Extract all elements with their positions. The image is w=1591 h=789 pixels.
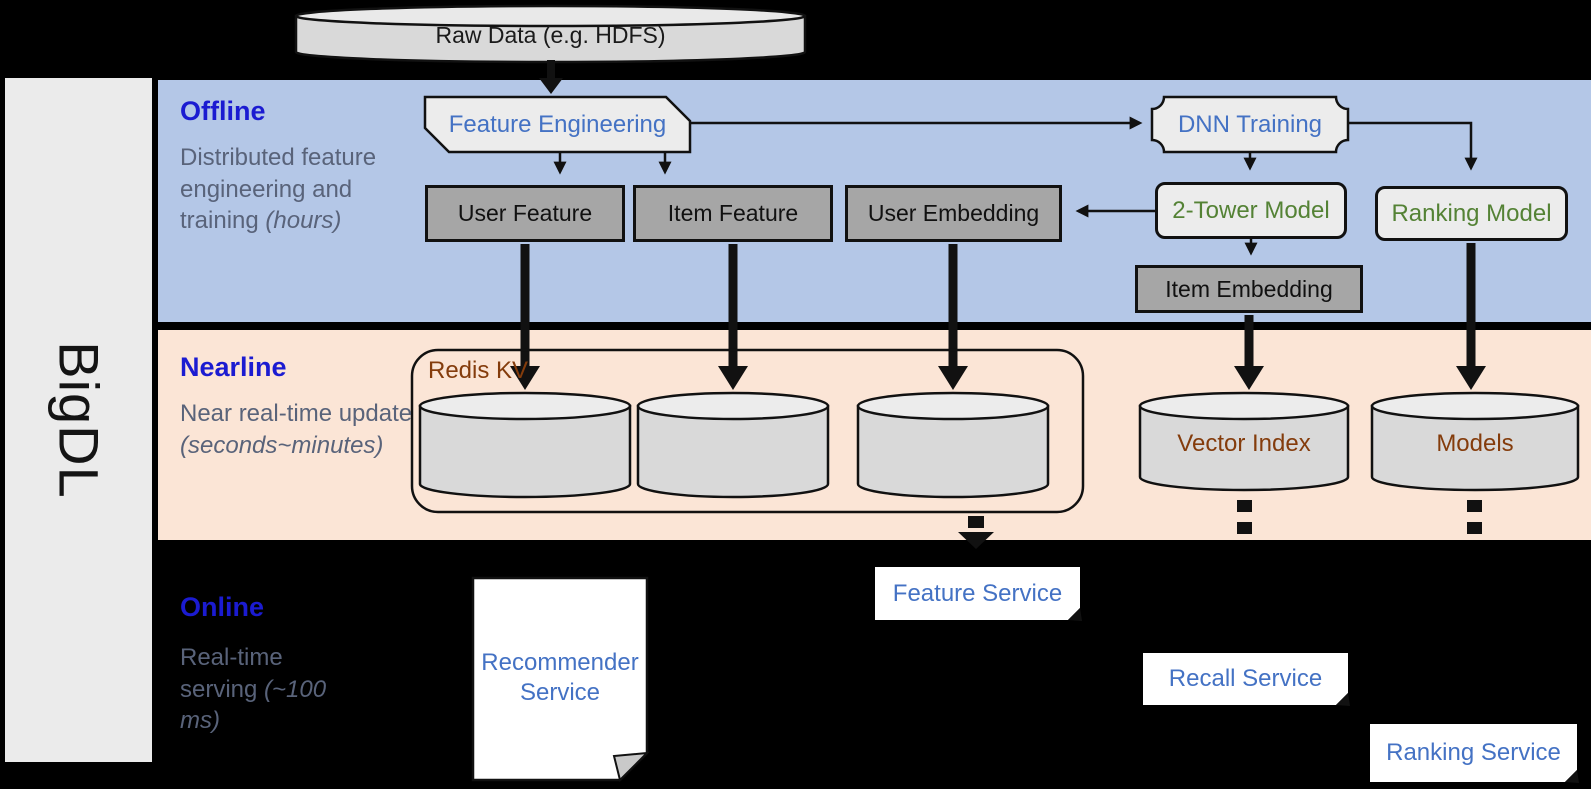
vector-index-label: Vector Index bbox=[1177, 430, 1311, 457]
kv-cylinder-2 bbox=[636, 391, 830, 499]
kv-cylinder-3 bbox=[856, 391, 1050, 499]
arrow-user-embedding-to-kv bbox=[938, 244, 968, 390]
recall-service-shape bbox=[1143, 653, 1350, 706]
dnn-training-label: DNN Training bbox=[1177, 110, 1323, 138]
recommender-service-label: Recommender Service bbox=[481, 649, 639, 706]
arrow-item-feature-to-kv bbox=[718, 244, 748, 390]
kv-cylinder-1 bbox=[418, 391, 632, 499]
models-cylinder bbox=[1370, 391, 1580, 492]
arrow-item-embedding-to-vector-index bbox=[1234, 315, 1264, 390]
bigdl-sidebar: BigDL bbox=[5, 78, 152, 762]
ranking-service-shape bbox=[1370, 724, 1579, 783]
raw-data-cylinder bbox=[294, 4, 807, 64]
redis-kv-label: Redis KV bbox=[428, 357, 529, 384]
feature-service-shape bbox=[875, 567, 1082, 621]
ranking-service-label: Ranking Service bbox=[1386, 739, 1561, 766]
nearline-description: Near real-time update (seconds~minutes) bbox=[180, 400, 413, 459]
arrow-rawdata-to-fe bbox=[539, 60, 563, 94]
feature-engineering-shape bbox=[423, 95, 692, 154]
feature-engineering-label: Feature Engineering bbox=[448, 110, 667, 138]
offline-description: Distributed feature engineering and trai… bbox=[180, 144, 377, 235]
dashed-connector-models bbox=[1467, 500, 1482, 534]
feature-service-label: Feature Service bbox=[892, 579, 1063, 607]
recall-service-label: Recall Service bbox=[1168, 665, 1323, 692]
ranking-model-node: Ranking Model bbox=[1375, 186, 1568, 241]
raw-data-label: Raw Data (e.g. HDFS) bbox=[435, 21, 666, 48]
nearline-title: Nearline bbox=[180, 352, 287, 382]
arrow-dnn-to-ranking-model bbox=[1348, 121, 1478, 171]
dnn-training-shape bbox=[1150, 95, 1350, 154]
models-label: Models bbox=[1436, 430, 1514, 457]
dashed-arrow-kv-to-feature-service bbox=[958, 516, 994, 549]
two-tower-model-node: 2-Tower Model bbox=[1155, 182, 1347, 239]
arrow-user-feature-to-kv bbox=[510, 244, 540, 390]
vector-index-cylinder bbox=[1138, 391, 1350, 492]
online-description: Real-time serving (~100 ms) bbox=[180, 644, 327, 735]
recommender-service-shape bbox=[471, 576, 650, 782]
user-embedding-node: User Embedding bbox=[845, 185, 1062, 242]
item-embedding-node: Item Embedding bbox=[1135, 265, 1363, 313]
online-title: Online bbox=[180, 592, 265, 622]
redis-kv-container bbox=[410, 348, 1085, 514]
dashed-connector-vector-index bbox=[1237, 500, 1252, 534]
offline-title: Offline bbox=[180, 96, 266, 126]
arrow-ranking-model-to-models bbox=[1456, 243, 1486, 390]
item-feature-node: Item Feature bbox=[633, 185, 833, 242]
user-feature-node: User Feature bbox=[425, 185, 625, 242]
